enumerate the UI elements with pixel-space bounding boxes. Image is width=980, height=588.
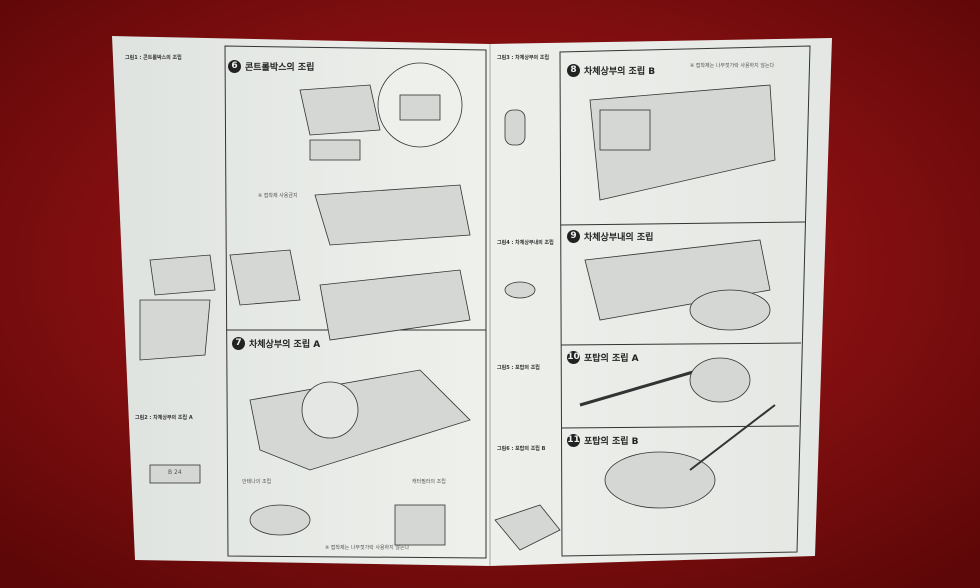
step-number: 7 bbox=[232, 337, 245, 350]
sub-label-track: 캐터필라의 조립 bbox=[412, 479, 446, 485]
step-number: 9 bbox=[567, 230, 580, 243]
step-9-title: 9 차체상부내의 조립 bbox=[567, 230, 653, 243]
right-sidebar-3: 그림5 : 포탑의 조립 bbox=[497, 365, 557, 372]
right-sidebar-1: 그림3 : 차체상부의 조립 bbox=[497, 55, 557, 62]
step-number: 8 bbox=[567, 64, 580, 77]
step-number: 11 bbox=[567, 434, 580, 447]
sidebar-heading-2: 그림2 : 차체상부의 조립 A bbox=[135, 415, 193, 421]
part-tag: B 24 bbox=[168, 469, 182, 476]
sidebar-heading-6: 그림6 : 포탑의 조립 B bbox=[497, 446, 546, 452]
step-title: 차체상부의 조립 A bbox=[249, 340, 321, 350]
right-sidebar-4: 그림6 : 포탑의 조립 B bbox=[497, 446, 557, 453]
right-sidebar-2: 그림4 : 차체상부내의 조립 bbox=[497, 240, 557, 247]
step-8-title: 8 차체상부의 조립 B bbox=[567, 64, 655, 77]
sub-label-antenna: 안테나의 조립 bbox=[242, 479, 272, 485]
right-top-note: ※ 접착제는 나무젓가락 사용하지 않는다 bbox=[690, 63, 775, 69]
step-title: 콘트롤박스의 조립 bbox=[245, 63, 315, 73]
step-number: 10 bbox=[567, 351, 580, 364]
left-sidebar-2: 그림2 : 차체상부의 조립 A bbox=[135, 415, 230, 422]
sidebar-heading-4: 그림4 : 차체상부내의 조립 bbox=[497, 240, 554, 246]
step-11-title: 11 포탑의 조립 B bbox=[567, 434, 639, 447]
left-sidebar: 그림1 : 콘트롤박스의 조립 bbox=[125, 55, 220, 62]
sidebar-heading-3: 그림3 : 차체상부의 조립 bbox=[497, 55, 550, 61]
step-7-title: 7 차체상부의 조립 A bbox=[232, 337, 320, 350]
sidebar-heading-5: 그림5 : 포탑의 조립 bbox=[497, 365, 540, 371]
step-7-note: ※ 접착제는 나무젓가락 사용하지 않는다 bbox=[325, 545, 410, 551]
step-6-title: 6 콘트롤박스의 조립 bbox=[228, 60, 314, 73]
step-number: 6 bbox=[228, 60, 241, 73]
step-6-note: ※ 접착제 사용금지 bbox=[258, 193, 298, 199]
sidebar-heading-1: 그림1 : 콘트롤박스의 조립 bbox=[125, 55, 182, 61]
step-title: 포탑의 조립 B bbox=[584, 437, 639, 447]
step-10-title: 10 포탑의 조립 A bbox=[567, 351, 639, 364]
step-title: 차체상부의 조립 B bbox=[584, 67, 656, 77]
step-title: 차체상부내의 조립 bbox=[584, 233, 654, 243]
step-title: 포탑의 조립 A bbox=[584, 354, 639, 364]
